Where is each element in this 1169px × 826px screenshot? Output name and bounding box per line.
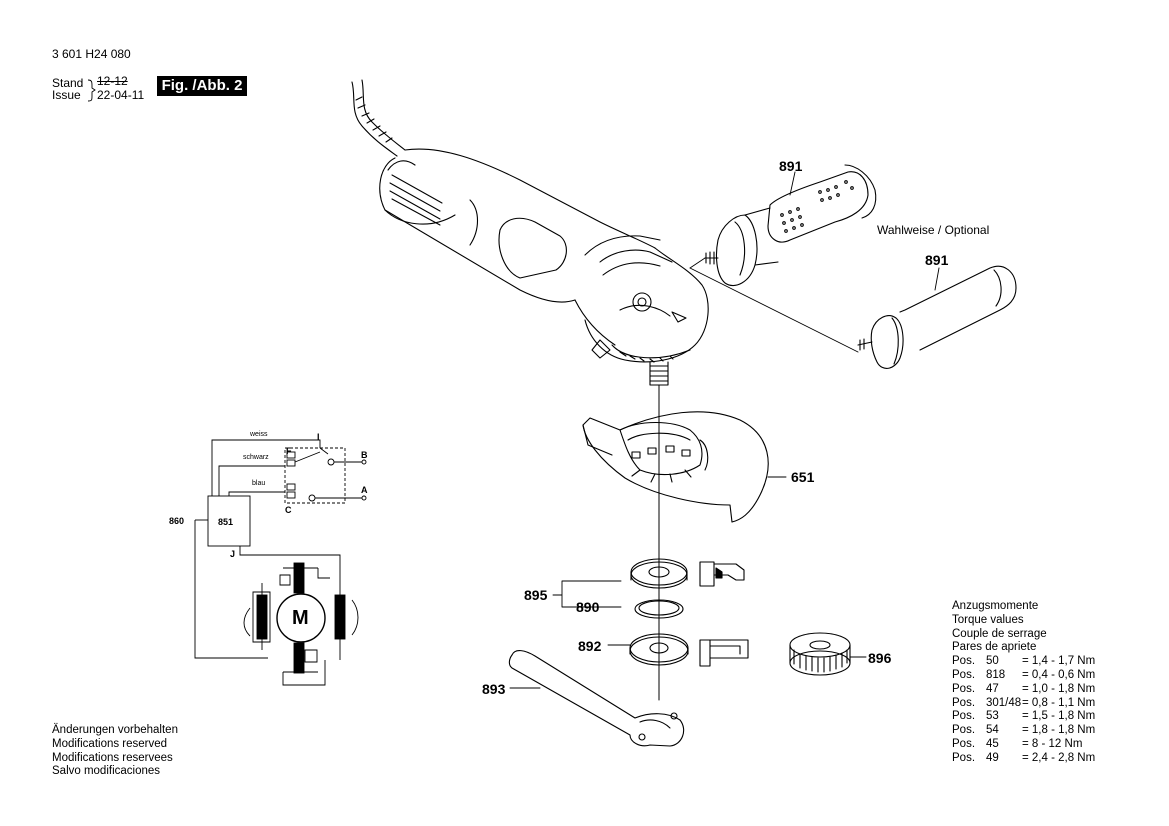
callout-890: 890 [576, 599, 600, 615]
torque-heading-es: Pares de apriete [952, 641, 1037, 654]
o-ring [634, 599, 684, 619]
torque-pos: Pos. [952, 696, 976, 709]
torque-value: = 1,4 - 1,7 Nm [1022, 655, 1096, 668]
torque-pos: Pos. [952, 668, 976, 681]
torque-num: 53 [986, 710, 999, 723]
torque-value: = 0,4 - 0,6 Nm [1022, 668, 1096, 681]
torque-num: 818 [986, 668, 1006, 681]
modification-notes: Änderungen vorbehalten Modifications res… [52, 724, 178, 779]
cable-860: 860 [169, 516, 185, 526]
torque-heading-fr: Couple de serrage [952, 627, 1047, 640]
torque-row: Pos. 50 = 1,4 - 1,7 Nm [952, 655, 1142, 669]
auxiliary-handle-smooth [857, 265, 1017, 369]
torque-heading-en: Torque values [952, 613, 1024, 626]
torque-num: 50 [986, 655, 999, 668]
terminal-a: A [361, 485, 368, 495]
clamping-flange [629, 633, 749, 667]
wheel-guard [582, 411, 769, 523]
torque-pos: Pos. [952, 724, 976, 737]
torque-pos: Pos. [952, 655, 976, 668]
figure-label: Fig. /Abb. 2 [157, 76, 247, 96]
callout-891-optional: 891 [925, 252, 949, 268]
torque-value: = 1,8 - 1,8 Nm [1022, 724, 1096, 737]
torque-pos: Pos. [952, 710, 976, 723]
wire-label-blue: blau [252, 480, 266, 487]
wiring-schematic [194, 439, 367, 686]
torque-num: 47 [986, 682, 999, 695]
optional-text: Wahlweise / Optional [877, 223, 990, 237]
issue-label: Issue [52, 88, 81, 102]
callout-892: 892 [578, 638, 602, 654]
torque-value: = 1,5 - 1,8 Nm [1022, 710, 1096, 723]
part-number: 3 601 H24 080 [52, 47, 131, 61]
torque-heading-de: Anzugsmomente [952, 600, 1039, 612]
torque-value: = 0,8 - 1,1 Nm [1022, 696, 1096, 709]
torque-num: 301/48 [986, 696, 1022, 709]
callout-895: 895 [524, 587, 548, 603]
mounting-flange [630, 558, 745, 589]
terminal-j: J [230, 549, 236, 559]
motor-label: M [292, 607, 309, 629]
torque-row: Pos. 54 = 1,8 - 1,8 Nm [952, 724, 1142, 738]
torque-value: = 2,4 - 2,8 Nm [1022, 751, 1096, 764]
note-en: Modifications reserved [52, 737, 168, 750]
torque-pos: Pos. [952, 737, 976, 750]
torque-row: Pos. 49 = 2,4 - 2,8 Nm [952, 752, 1142, 766]
torque-row: Pos. 47 = 1,0 - 1,8 Nm [952, 683, 1142, 697]
note-de: Änderungen vorbehalten [52, 724, 178, 736]
torque-row: Pos. 301/48= 0,8 - 1,1 Nm [952, 697, 1142, 711]
torque-pos: Pos. [952, 682, 976, 695]
torque-table: Anzugsmomente Torque values Couple de se… [952, 600, 1142, 766]
terminal-i: I [317, 432, 320, 442]
torque-num: 45 [986, 737, 999, 750]
note-es: Salvo modificaciones [52, 765, 161, 778]
note-fr: Modifications reservees [52, 751, 173, 764]
terminal-f: F [286, 446, 292, 456]
torque-row: Pos. 818 = 0,4 - 0,6 Nm [952, 669, 1142, 683]
torque-value: = 8 - 12 Nm [1022, 737, 1083, 750]
handle-leader-line [689, 267, 859, 353]
two-pin-spanner [508, 650, 685, 747]
torque-num: 54 [986, 724, 999, 737]
wire-label-black: schwarz [243, 454, 269, 461]
torque-value: = 1,0 - 1,8 Nm [1022, 682, 1096, 695]
wire-label-white: weiss [250, 431, 268, 438]
terminal-b: B [361, 450, 368, 460]
torque-row: Pos. 53 = 1,5 - 1,8 Nm [952, 710, 1142, 724]
callout-891-top: 891 [779, 158, 803, 174]
torque-pos: Pos. [952, 751, 976, 764]
angle-grinder-body [379, 148, 709, 386]
power-cord [351, 79, 406, 157]
torque-row: Pos. 45 = 8 - 12 Nm [952, 738, 1142, 752]
callout-896: 896 [868, 650, 892, 666]
auxiliary-handle-ribbed [704, 164, 877, 287]
stand-value: 12-12 [97, 74, 128, 88]
terminal-c: C [285, 505, 292, 515]
stand-label: Stand [52, 76, 84, 90]
issue-value: 22-04-11 [97, 88, 145, 102]
module-851: 851 [218, 517, 234, 527]
torque-num: 49 [986, 751, 999, 764]
quick-clamping-nut [789, 632, 851, 676]
callout-893: 893 [482, 681, 506, 697]
callout-651: 651 [791, 469, 815, 485]
